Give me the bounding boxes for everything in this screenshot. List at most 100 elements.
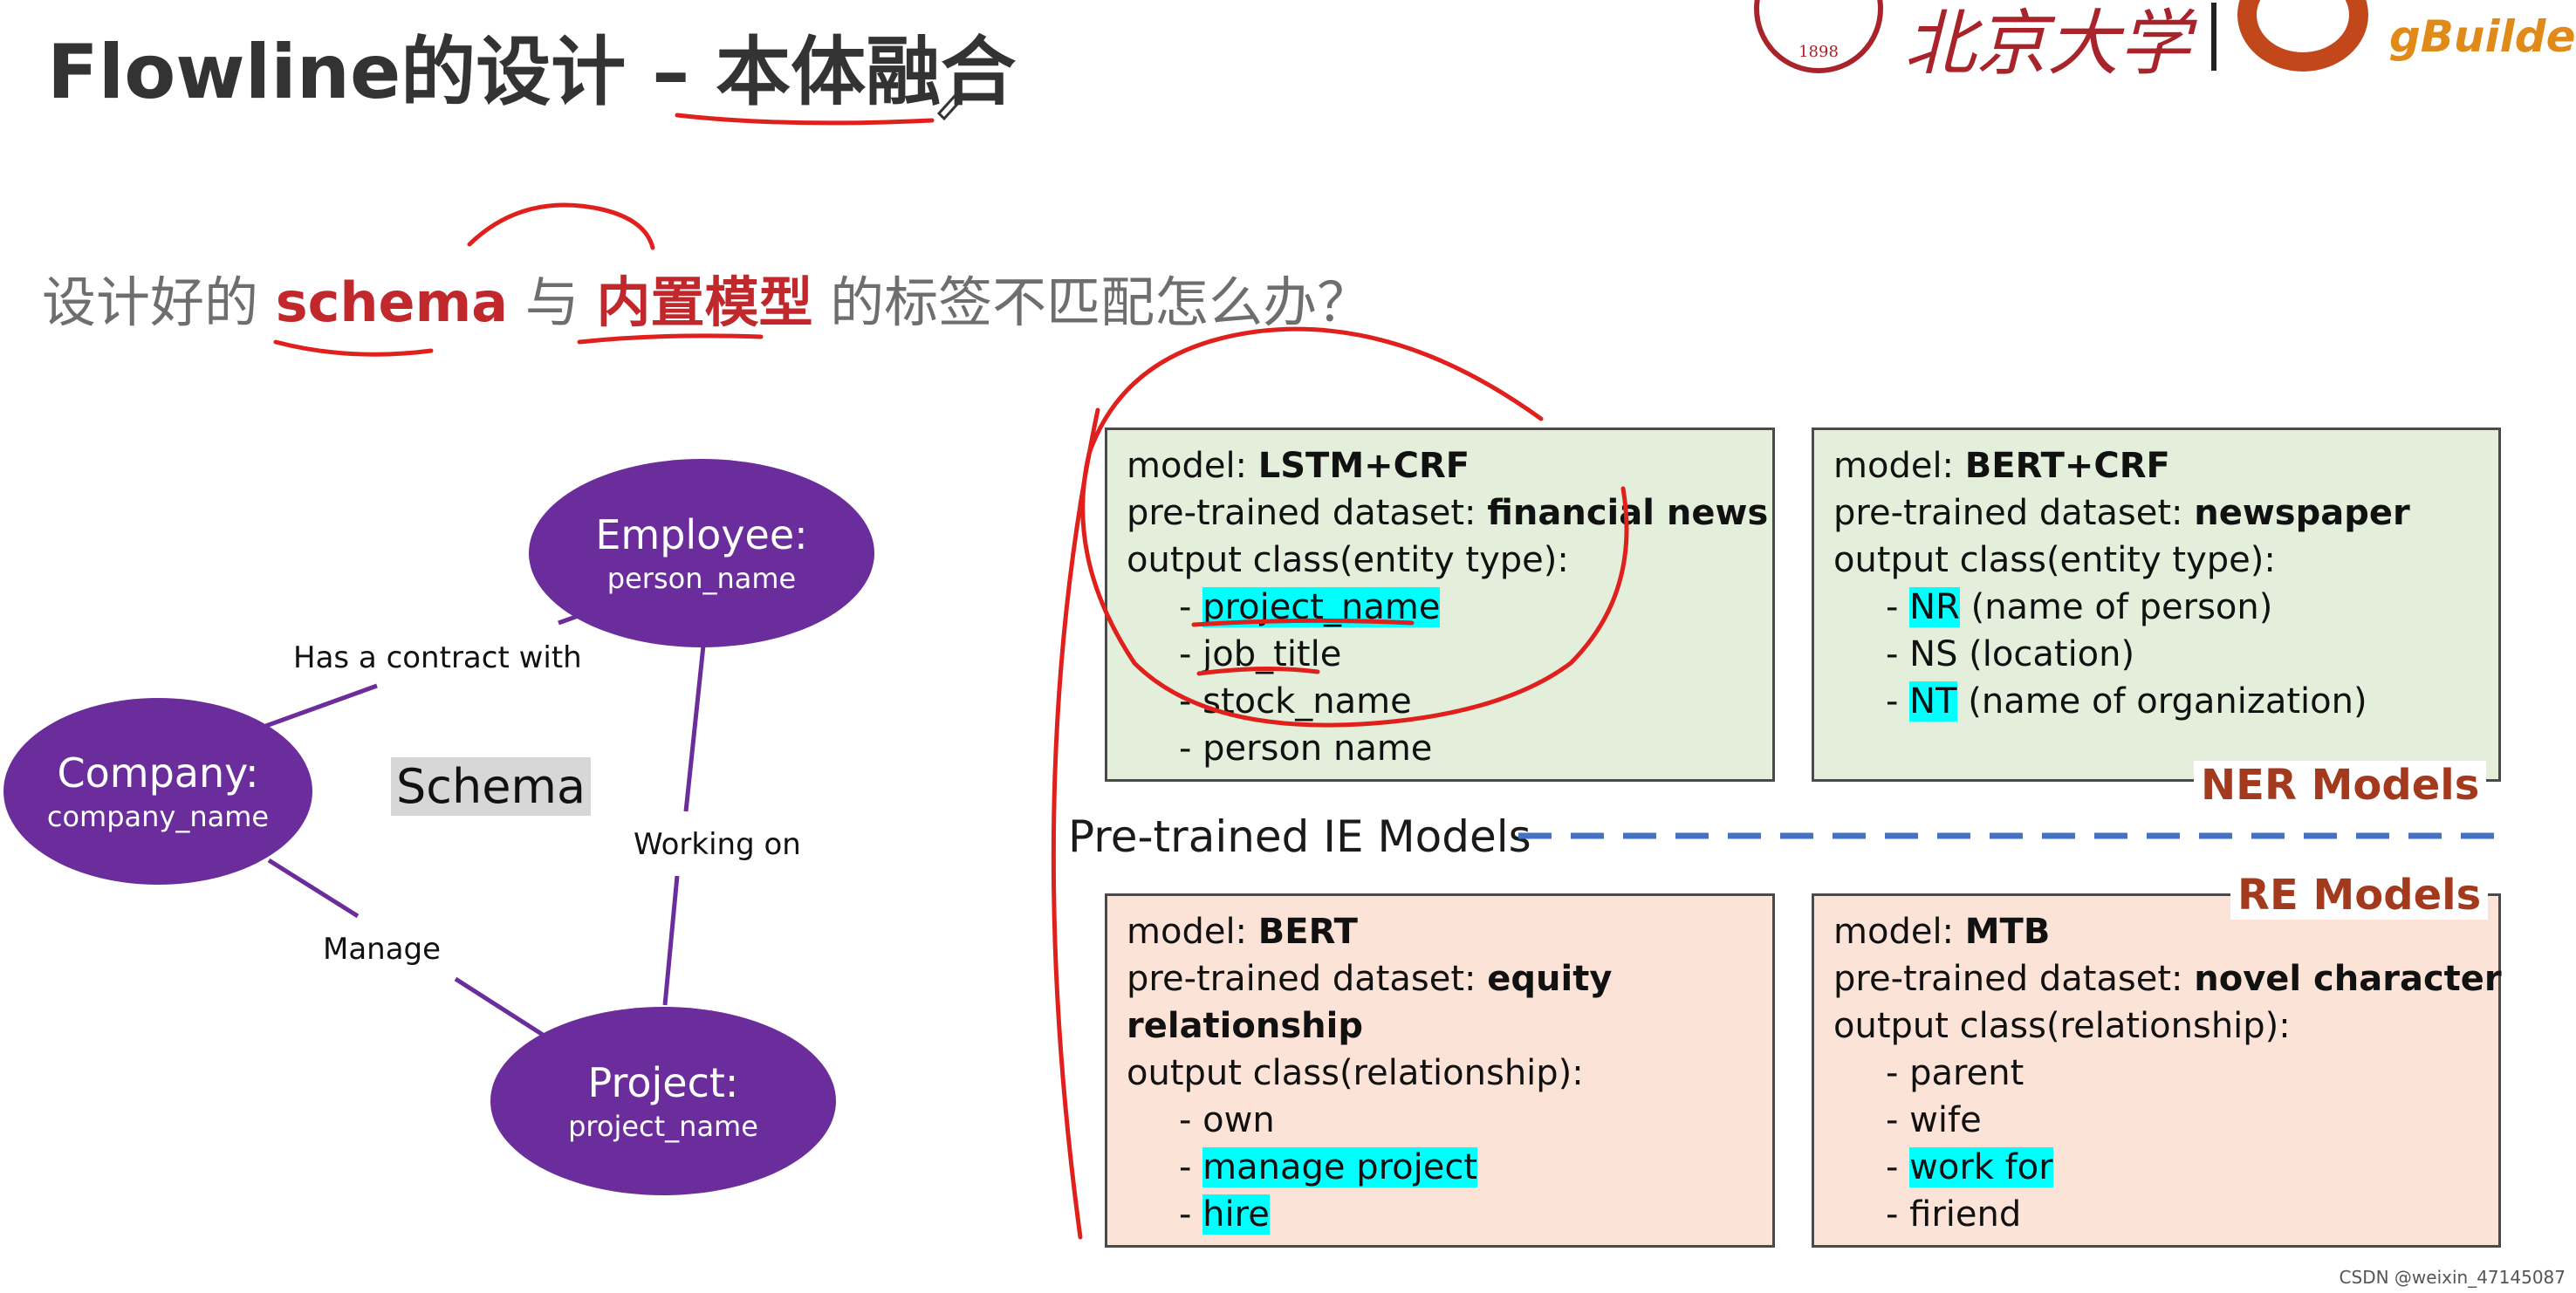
bertcrf-item-code: NT <box>1909 681 1957 722</box>
list-item: - own <box>1179 1100 1275 1140</box>
edge-contract-a <box>263 683 378 729</box>
model-underline <box>577 333 764 345</box>
schema-label: Schema <box>391 757 592 816</box>
lstm-model-label: model: <box>1127 446 1258 486</box>
edge-label-working: Working on <box>634 827 801 862</box>
mtb-item-value: firiend <box>1909 1194 2022 1235</box>
list-item: - NS (location) <box>1886 634 2135 674</box>
bertcrf-model: BERT+CRF <box>1964 446 2170 486</box>
project-name-underline <box>1191 618 1415 627</box>
question-middle: 与 <box>508 270 597 334</box>
bertcrf-dataset-label: pre-trained dataset: <box>1833 493 2195 533</box>
brand-name: gBuilde <box>2389 11 2576 62</box>
list-item: - work for <box>1886 1147 2053 1187</box>
mtb-item-value: parent <box>1909 1053 2024 1093</box>
section-label-re: RE Models <box>2230 871 2489 920</box>
mtb-model: MTB <box>1964 912 2051 952</box>
mtb-dataset-line: pre-trained dataset: novel character <box>1833 955 2502 1002</box>
question-text: 设计好的 schema 与 内置模型 的标签不匹配怎么办？ <box>42 258 1371 337</box>
bertcrf-item-desc: (name of person) <box>1959 587 2273 627</box>
lstm-dataset-label: pre-trained dataset: <box>1127 493 1488 533</box>
node-company-title: Company: <box>57 749 259 797</box>
mtb-dataset: novel character <box>2194 959 2502 999</box>
bertcrf-output-label: output class(entity type): <box>1833 540 2276 580</box>
box-bert-crf: model: BERT+CRF pre-trained dataset: new… <box>1812 428 2501 782</box>
list-item: - manage project <box>1179 1147 1478 1187</box>
edge-manage-a <box>267 858 360 919</box>
edge-working-b <box>662 875 680 1006</box>
bertcrf-model-label: model: <box>1833 446 1965 486</box>
node-company: Company: company_name <box>3 698 312 885</box>
section-label-ner: NER Models <box>2194 761 2487 810</box>
question-prefix: 设计好的 <box>42 270 276 334</box>
edge-label-manage: Manage <box>323 932 442 967</box>
list-item: - firiend <box>1886 1194 2022 1235</box>
divider-label: Pre-trained IE Models <box>1068 811 1531 862</box>
bert-item-value: manage project <box>1202 1147 1478 1187</box>
list-item: - person name <box>1179 729 1433 769</box>
slide-title: Flowline的设计 – 本体融合 <box>47 29 1017 116</box>
node-project-sub: project_name <box>568 1110 758 1143</box>
edge-working-a <box>683 645 706 812</box>
bert-dataset-1: equity <box>1487 959 1613 999</box>
list-item: - wife <box>1886 1100 1982 1140</box>
bert-dataset-line: pre-trained dataset: equity <box>1127 955 1753 1002</box>
bertcrf-item-code: NS <box>1909 634 1958 674</box>
footer-watermark: CSDN @weixin_47145087 <box>2339 1267 2566 1288</box>
box-bert: model: BERT pre-trained dataset: equity … <box>1105 893 1775 1248</box>
bert-dataset-label: pre-trained dataset: <box>1127 959 1488 999</box>
list-item: - NR (name of person) <box>1886 587 2273 627</box>
left-bracket-line <box>1051 407 1100 1240</box>
node-company-sub: company_name <box>46 800 270 833</box>
mtb-item-value: work for <box>1909 1147 2053 1187</box>
lstm-model: LSTM+CRF <box>1257 446 1470 486</box>
pen-cursor-icon <box>936 93 963 121</box>
lstm-output-label: output class(entity type): <box>1127 540 1569 580</box>
logo-area: 1898 北京大学 gBuilde <box>1754 0 2576 86</box>
list-item: - NT (name of organization) <box>1886 681 2367 722</box>
bertcrf-item-desc: (location) <box>1957 634 2135 674</box>
model-arc <box>467 202 655 250</box>
university-name: 北京大学 <box>1904 2 2190 86</box>
mtb-output-label: output class(relationship): <box>1833 1006 2291 1046</box>
bert-model-line: model: BERT <box>1127 908 1753 955</box>
box-mtb: model: MTB pre-trained dataset: novel ch… <box>1812 893 2502 1248</box>
question-suffix: 的标签不匹配怎么办？ <box>812 270 1372 334</box>
question-model-word: 内置模型 <box>596 270 813 334</box>
bert-item-value: own <box>1202 1100 1275 1140</box>
bert-model: BERT <box>1257 912 1358 952</box>
lstm-item-value: person name <box>1202 729 1433 769</box>
bert-dataset-2: relationship <box>1127 1006 1363 1046</box>
bertcrf-dataset: newspaper <box>2194 493 2410 533</box>
mtb-item-value: wife <box>1909 1100 1982 1140</box>
list-item: - hire <box>1179 1194 1270 1235</box>
bert-output-label: output class(relationship): <box>1127 1053 1584 1093</box>
node-project-title: Project: <box>587 1059 739 1106</box>
bertcrf-item-code: NR <box>1909 587 1960 627</box>
circle-annotation <box>1080 326 1629 728</box>
mtb-dataset-label: pre-trained dataset: <box>1833 959 2195 999</box>
mtb-model-label: model: <box>1833 912 1965 952</box>
edge-manage-b <box>454 976 545 1037</box>
bertcrf-model-line: model: BERT+CRF <box>1833 442 2479 489</box>
bertcrf-dataset-line: pre-trained dataset: newspaper <box>1833 489 2479 537</box>
title-underline <box>675 113 935 126</box>
bert-model-label: model: <box>1127 912 1258 952</box>
node-project: Project: project_name <box>490 1007 836 1195</box>
node-employee: Employee: person_name <box>529 459 874 647</box>
mtb-model-line: model: MTB <box>1833 908 2479 955</box>
bert-item-value: hire <box>1202 1194 1270 1235</box>
list-item: - parent <box>1886 1053 2024 1093</box>
node-employee-sub: person_name <box>606 562 797 595</box>
schema-underline <box>273 339 434 357</box>
logo-divider <box>2211 3 2216 71</box>
question-schema-word: schema <box>275 270 509 334</box>
bertcrf-item-desc: (name of organization) <box>1956 681 2367 722</box>
seal-year: 1898 <box>1798 43 1839 61</box>
job-title-underline <box>1196 666 1320 676</box>
edge-label-contract: Has a contract with <box>293 640 582 675</box>
node-employee-title: Employee: <box>595 511 808 558</box>
